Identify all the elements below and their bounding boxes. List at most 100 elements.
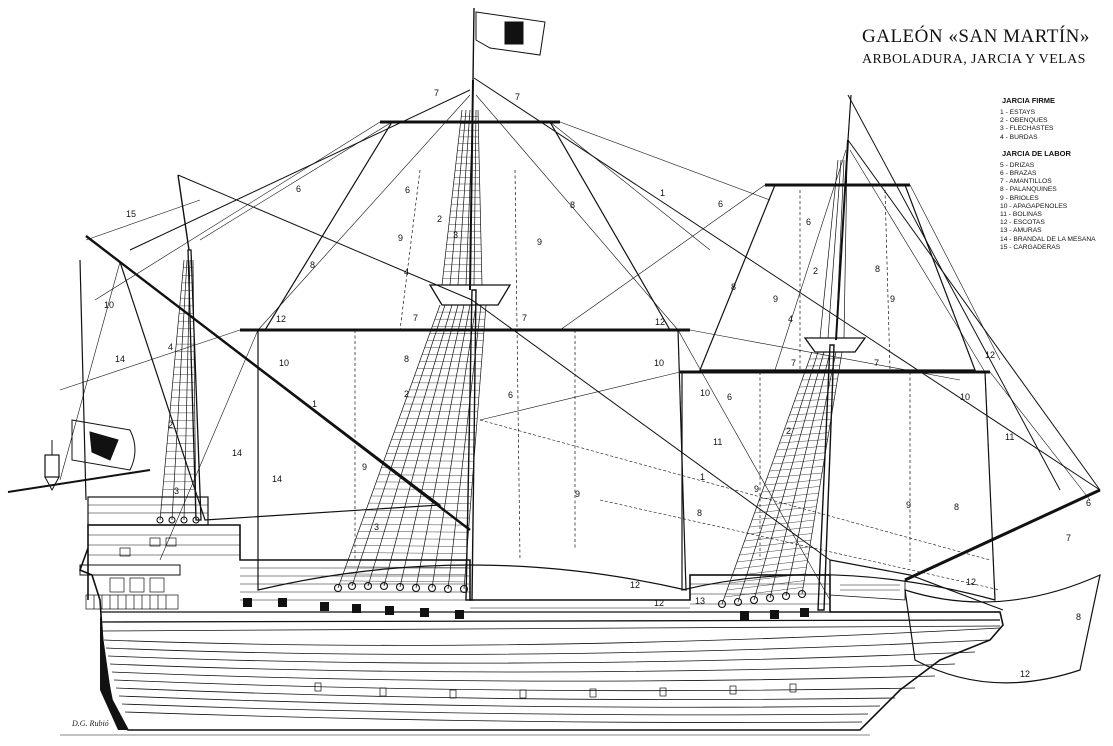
callout-label: 9 [890,294,895,304]
channel-deadeyes [156,516,807,609]
stern-flag-emblem [89,431,119,461]
callout-label: 1 [312,399,317,409]
callout-label: 13 [695,596,705,606]
callout-label: 9 [398,233,403,243]
callout-label: 3 [453,230,458,240]
hull-outline [78,524,1004,731]
main-stay [473,77,1101,491]
stern-gallery [85,537,179,610]
hull-planking [99,611,1001,723]
spritsail [904,573,1101,684]
callout-label: 9 [575,489,580,499]
legend-item: 6 - BRAZAS [1000,170,1037,178]
artist-signature: D.G. Rubió [72,719,109,728]
callout-label: 9 [537,237,542,247]
legend-heading-running: JARCIA DE LABOR [1002,148,1071,158]
callout-label: 14 [115,354,125,364]
callout-label: 9 [754,484,759,494]
callout-label: 12 [276,314,286,324]
callout-label: 12 [655,317,665,327]
callout-label: 10 [700,388,710,398]
callout-label: 7 [434,88,439,98]
callout-label: 6 [727,392,732,402]
legend-item: 1 - ESTAYS [1000,109,1036,116]
callout-label: 3 [374,522,379,532]
callout-label: 12 [1020,669,1030,679]
ratlines [160,116,841,598]
legend-heading-fixed: JARCIA FIRME [1002,96,1056,105]
legend-item: 7 - AMANTILLOS [1000,178,1052,186]
legend-item: 4 - BURDAS [1000,133,1038,141]
callout-label: 9 [362,462,367,472]
buntlines [257,169,996,601]
mainmast [465,289,477,601]
fore-topsail [699,184,976,371]
callout-label: 4 [788,314,793,324]
callout-label: 12 [654,598,664,608]
callout-label: 15 [126,209,136,219]
callout-label: 6 [296,184,301,194]
mizzen-sail [118,260,442,521]
callout-label: 7 [791,358,796,368]
main-fore-stay [471,299,831,561]
callout-label: 8 [570,200,575,210]
callout-label: 8 [875,264,880,274]
fore-stay [847,139,1101,491]
legend-item: 13 - AMURAS [1000,227,1042,235]
callout-label: 6 [405,185,410,195]
callout-label: 6 [806,217,811,227]
stays [129,77,1101,561]
legend-item: 15 - CARGADERAS [1000,243,1061,251]
fore-topmast [835,139,849,341]
callout-label: 8 [731,282,736,292]
callout-label: 9 [773,294,778,304]
callout-label: 7 [413,313,418,323]
running-rigging [59,94,1091,601]
callout-label: 2 [786,426,791,436]
stern-lantern [44,440,60,492]
forecastle [690,559,1004,611]
callout-label: 10 [960,392,970,402]
callout-label: 12 [985,350,995,360]
legend-item: 5 - DRIZAS [1000,161,1035,169]
masts [79,7,1101,611]
callout-label: 12 [966,577,976,587]
callout-label: 8 [404,354,409,364]
page-title: GALEÓN «SAN MARTÍN» [862,26,1090,47]
gunports [243,598,809,620]
callout-label: 10 [279,358,289,368]
legend-list-running: 5 - DRIZAS 6 - BRAZAS 7 - AMANTILLOS 8 -… [1000,162,1110,252]
legend-list-fixed: 1 - ESTAYS 2 - OBENQUES 3 - FLECHASTES 4… [1000,109,1110,142]
main-topmast-backstay [129,89,471,251]
callout-label: 6 [508,390,513,400]
mizzen-mast [187,249,202,521]
callout-label: 6 [1086,498,1091,508]
callout-label: 2 [168,420,173,430]
legend-item: 14 - BRANDAL DE LA MESANA [1000,235,1096,243]
callout-label: 4 [404,267,409,277]
main-topsail [263,121,672,331]
main-top [428,284,512,306]
callout-label: 11 [1005,432,1014,442]
callout-label: 2 [404,389,409,399]
callout-label: 8 [697,508,702,518]
fore-flagpole [847,94,852,141]
callout-label: 3 [174,486,179,496]
bonaventure-yard [7,469,151,493]
legend-item: 8 - PALANQUINES [1000,186,1057,194]
callout-label: 4 [168,342,173,352]
legend-item: 2 - OBENQUES [1000,117,1048,125]
fore-course [681,371,996,601]
callout-label: 12 [630,580,640,590]
callout-label: 8 [954,502,959,512]
main-course [257,329,687,591]
callout-label: 2 [813,266,818,276]
callout-label: 11 [713,437,722,447]
flags [71,11,546,471]
callout-label: 6 [718,199,723,209]
main-flag-emblem [504,21,524,45]
rudder [100,615,128,730]
legend-item: 11 - BOLINAS [1000,211,1042,219]
